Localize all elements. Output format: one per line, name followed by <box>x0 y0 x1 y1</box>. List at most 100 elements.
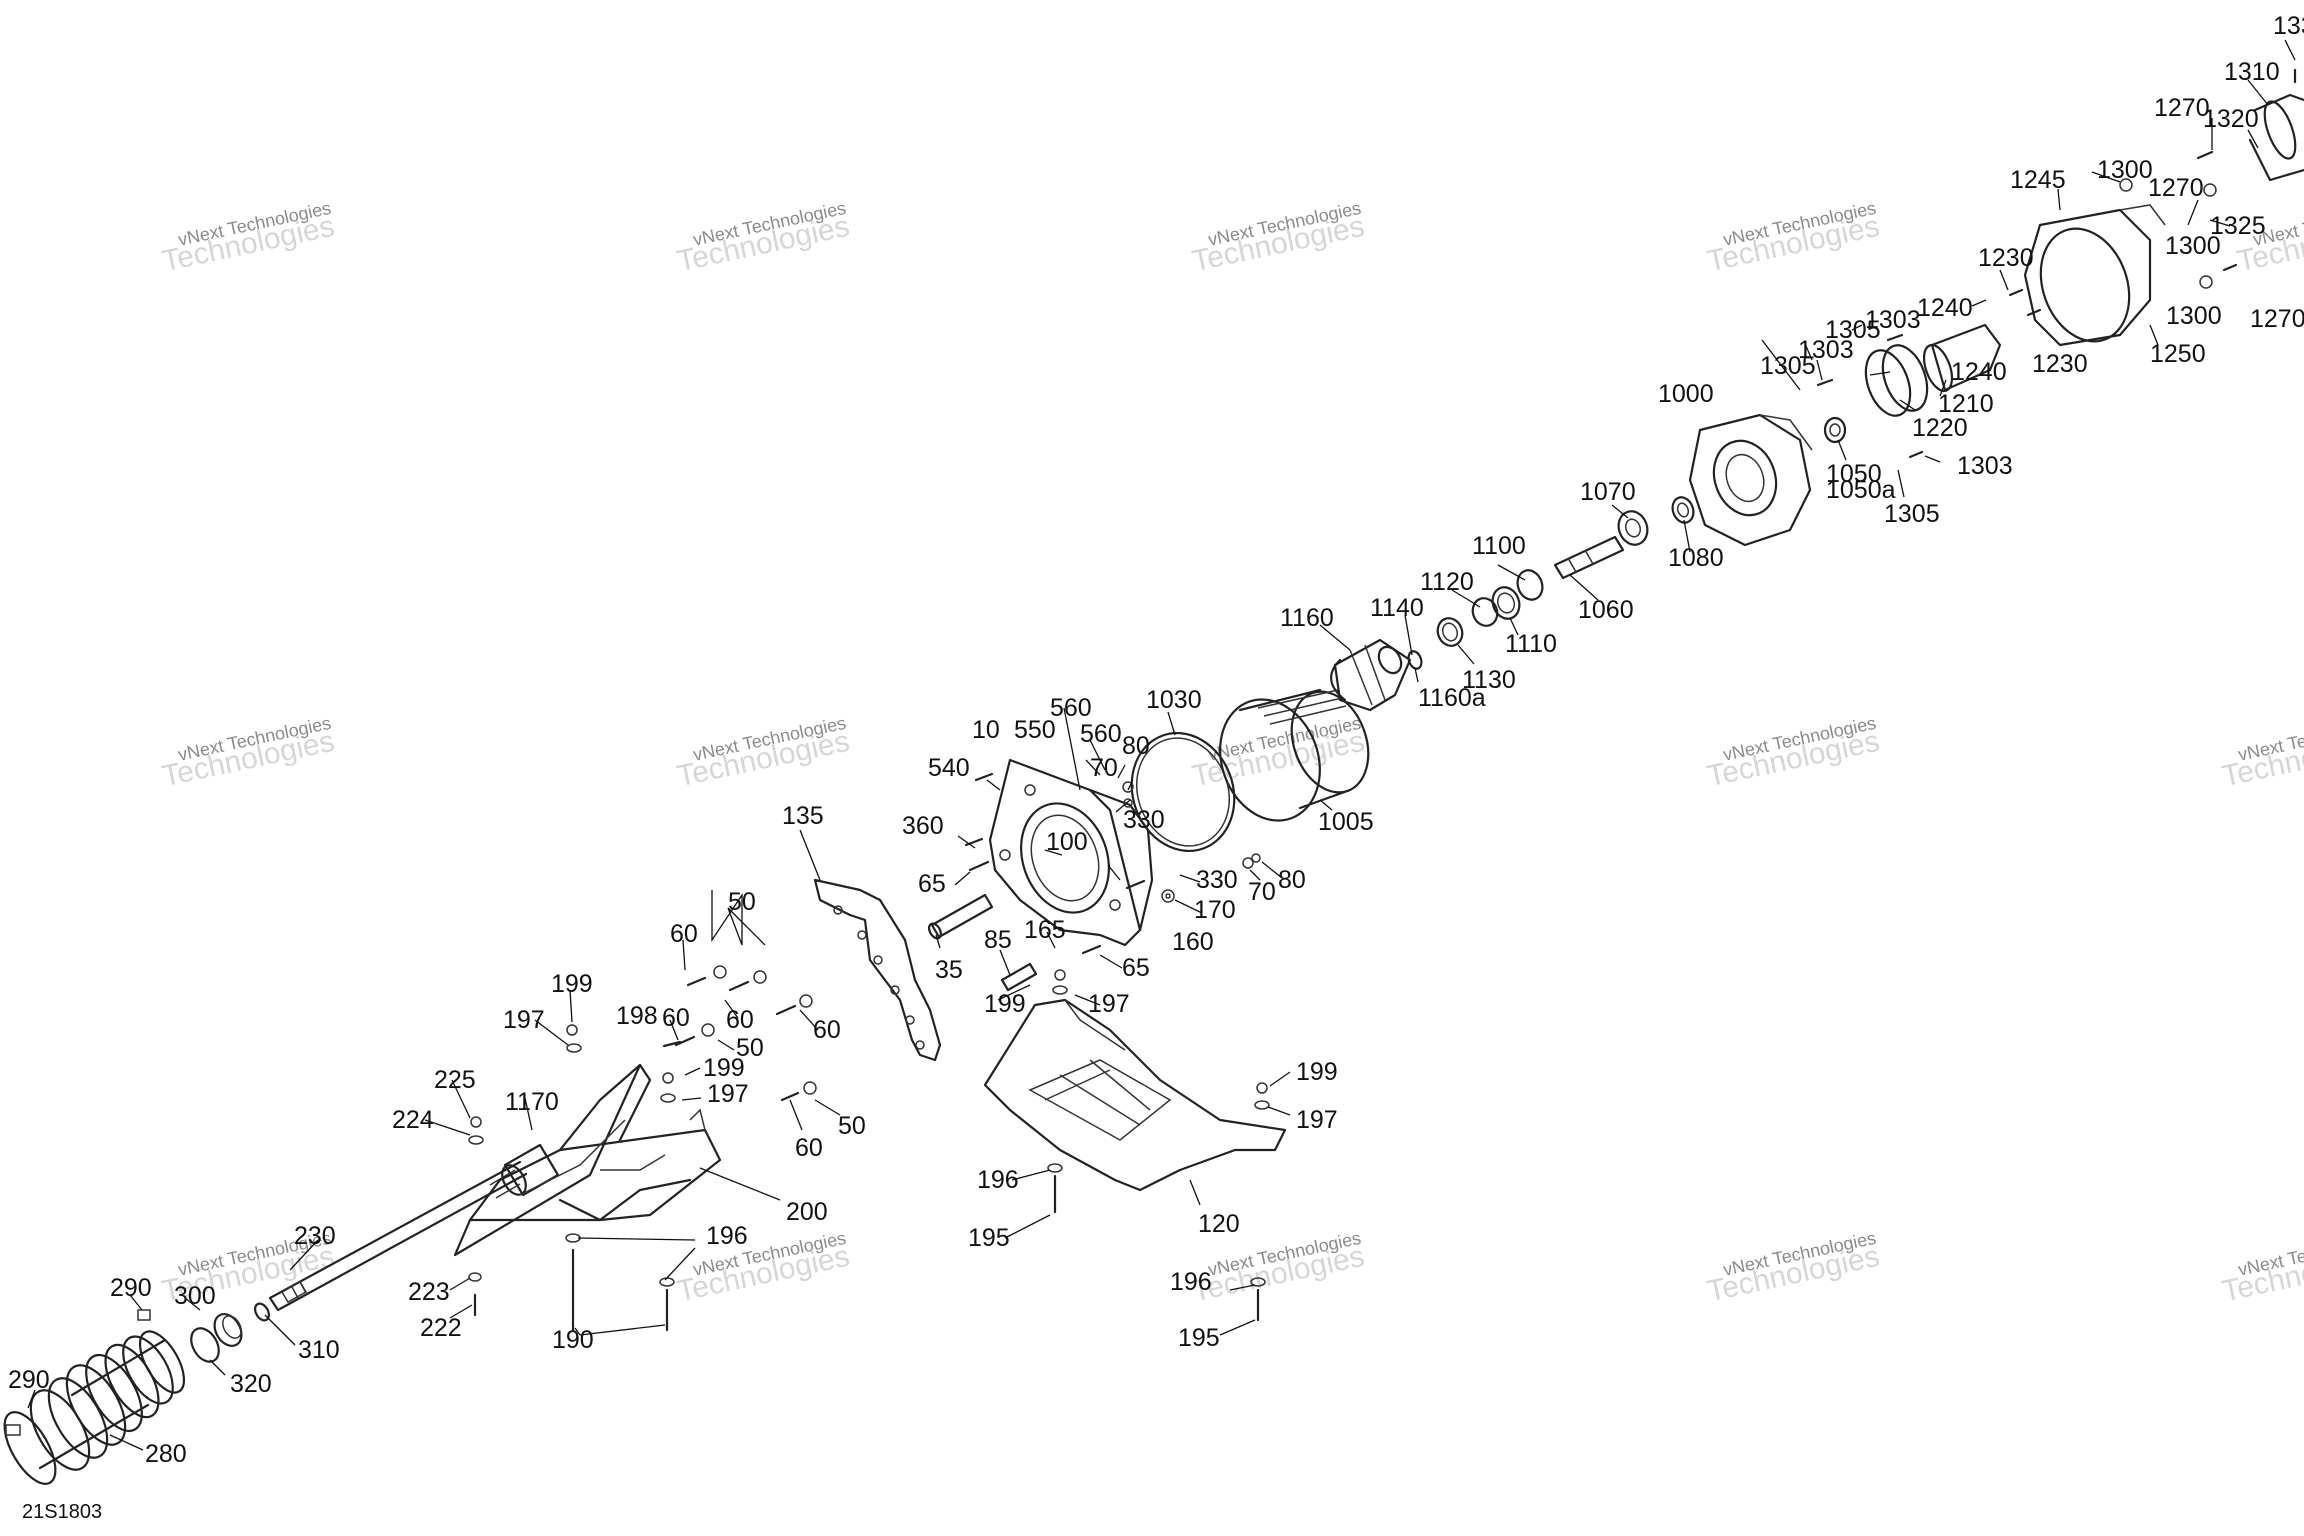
callout-60: 60 <box>662 1004 690 1032</box>
callout-1070: 1070 <box>1580 478 1636 506</box>
callout-199: 199 <box>984 990 1026 1018</box>
callout-560: 560 <box>1050 694 1092 722</box>
callout-80: 80 <box>1122 732 1150 760</box>
callout-197: 197 <box>707 1080 749 1108</box>
ride-plate-120 <box>983 998 1287 1192</box>
callout-200: 200 <box>786 1198 828 1226</box>
callout-60: 60 <box>670 920 698 948</box>
callout-1100: 1100 <box>1472 532 1526 560</box>
callout-1130: 1130 <box>1462 666 1516 694</box>
callout-360: 360 <box>902 812 944 840</box>
callout-100: 100 <box>1046 828 1088 856</box>
callout-290: 290 <box>110 1274 152 1302</box>
cone-1210 <box>1922 323 2002 393</box>
callout-50: 50 <box>736 1034 764 1062</box>
clamp-290-rear <box>3 1411 57 1485</box>
ring-320 <box>190 1327 220 1363</box>
callout-170: 170 <box>1194 896 1236 924</box>
callout-50: 50 <box>838 1112 866 1140</box>
impeller-1160 <box>1330 638 1412 712</box>
callout-1210: 1210 <box>1938 390 1994 418</box>
leader-lines <box>27 39 2296 1451</box>
callout-320: 320 <box>230 1370 272 1398</box>
watermark: vNext Technologies Technologies <box>2219 713 2304 794</box>
plate-135 <box>813 878 942 1062</box>
callout-222: 222 <box>420 1314 462 1342</box>
ring-1130 <box>1436 617 1464 647</box>
callout-225: 225 <box>434 1066 476 1094</box>
ring-1140 <box>1407 650 1423 670</box>
bushing-1080 <box>1671 496 1695 524</box>
callout-10: 10 <box>972 716 1000 744</box>
callout-300: 300 <box>174 1282 216 1310</box>
callout-223: 223 <box>408 1278 450 1306</box>
callout-1160: 1160 <box>1280 604 1334 632</box>
callout-165: 165 <box>1024 916 1066 944</box>
callout-230: 230 <box>294 1222 336 1250</box>
callout-330: 330 <box>1123 806 1165 834</box>
callout-1303: 1303 <box>1957 452 2013 480</box>
seal-310 <box>213 1302 270 1347</box>
watermark: vNext Technologies Technologies <box>2219 1228 2304 1309</box>
callout-1270: 1270 <box>2148 174 2204 202</box>
callout-120: 120 <box>1198 1210 1240 1238</box>
pin-35 <box>928 893 994 940</box>
watermark: vNext Technologies Technologies <box>159 198 337 279</box>
callout-1110: 1110 <box>1505 630 1557 658</box>
ring-1100 <box>1516 569 1544 601</box>
watermark: vNext Technologies Technologies <box>1189 713 1367 794</box>
callout-550: 550 <box>1014 716 1056 744</box>
callout-1030: 1030 <box>1146 686 1202 714</box>
clamp-290-front <box>137 1309 186 1394</box>
callout-1300: 1300 <box>2165 232 2221 260</box>
callout-65: 65 <box>1122 954 1150 982</box>
nozzle-housing-1250 <box>2023 204 2166 347</box>
callout-195: 195 <box>1178 1324 1220 1352</box>
callout-196: 196 <box>1170 1268 1212 1296</box>
callout-1320: 1320 <box>2203 105 2259 133</box>
callout-160: 160 <box>1172 928 1214 956</box>
watermark: vNext Technologies Technologies <box>674 198 852 279</box>
callout-1250: 1250 <box>2150 340 2206 368</box>
callout-1303: 1303 <box>1865 306 1921 334</box>
callout-197: 197 <box>1296 1106 1338 1134</box>
watermark: vNext Technologies Technologies <box>674 713 852 794</box>
callout-197: 197 <box>1088 990 1130 1018</box>
callout-35: 35 <box>935 956 963 984</box>
support-200 <box>453 1063 722 1257</box>
callout-60: 60 <box>795 1134 823 1162</box>
boot-280 <box>29 1335 174 1471</box>
callout-135: 135 <box>782 802 824 830</box>
watermark: vNext Technologies Technologies <box>1704 713 1882 794</box>
callout-80: 80 <box>1278 866 1306 894</box>
callout-1330: 1330 <box>2273 12 2304 40</box>
callout-1170: 1170 <box>505 1088 559 1116</box>
fasteners <box>468 68 2297 1332</box>
callout-1240: 1240 <box>1951 358 2007 386</box>
watermark: vNext Technologies Technologies <box>1704 1228 1882 1309</box>
callout-1060: 1060 <box>1578 596 1634 624</box>
callout-199: 199 <box>703 1054 745 1082</box>
callout-330: 330 <box>1196 866 1238 894</box>
drive-shaft-230 <box>268 1160 528 1312</box>
watermark: vNext Technologies Technologies <box>674 1228 852 1309</box>
callout-60: 60 <box>726 1006 754 1034</box>
bearing-1070 <box>1617 510 1649 546</box>
pin-85 <box>1000 962 1038 992</box>
callout-310: 310 <box>298 1336 340 1364</box>
callout-1305: 1305 <box>1884 500 1940 528</box>
callout-196: 196 <box>977 1166 1019 1194</box>
callout-1300: 1300 <box>2097 156 2153 184</box>
callout-70: 70 <box>1248 878 1276 906</box>
figure-code: 21S1803 <box>22 1501 102 1523</box>
watermark: vNext Technologies Technologies <box>1189 198 1367 279</box>
callout-70: 70 <box>1090 754 1118 782</box>
watermark: vNext Technologies Technologies <box>1704 198 1882 279</box>
callout-1140: 1140 <box>1370 594 1424 622</box>
plug-1050 <box>1823 416 1847 444</box>
callout-224: 224 <box>392 1106 434 1134</box>
callout-60: 60 <box>813 1016 841 1044</box>
callout-1120: 1120 <box>1420 568 1474 596</box>
callout-1270: 1270 <box>2154 94 2210 122</box>
